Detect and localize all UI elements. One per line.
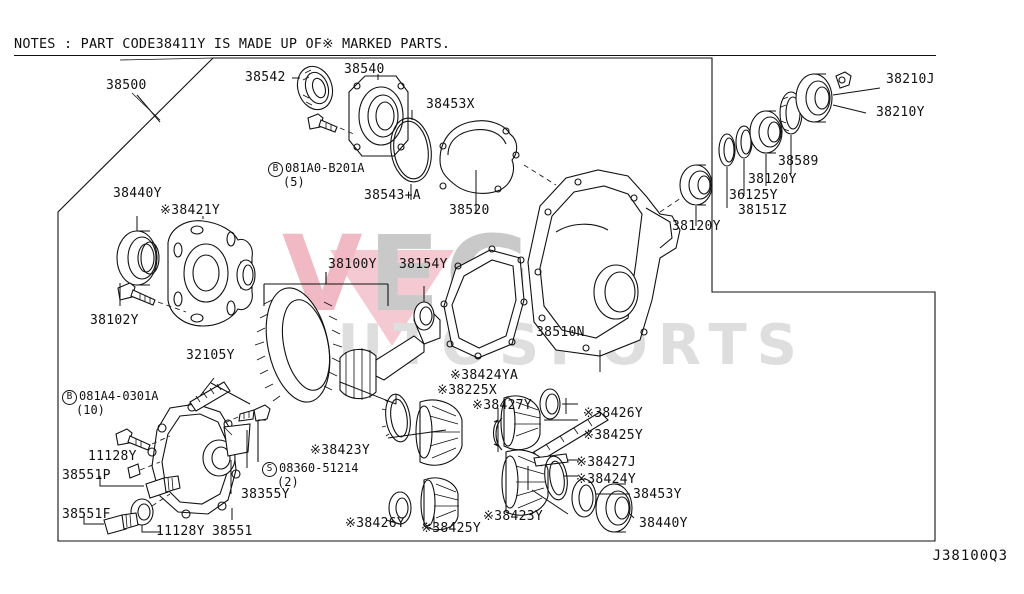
label-38225x: ※38225X [437, 383, 497, 398]
part-38100y-pinion [339, 311, 441, 400]
hardware-mark-b2: B [62, 390, 77, 405]
hardware-code-2: 081A4-0301A [79, 389, 159, 403]
label-38551f: 38551F [62, 507, 111, 522]
label-38540: 38540 [344, 62, 385, 77]
label-36125y: 36125Y [729, 188, 778, 203]
label-38425y-right: ※38425Y [583, 428, 643, 443]
part-38425y-left [420, 477, 459, 531]
leader-lines [83, 74, 881, 533]
callout-08360-qty: (2) [277, 475, 299, 489]
hardware-code-3: 08360-51214 [279, 461, 359, 475]
part-38421y [167, 220, 256, 327]
label-38426y-right: ※38426Y [583, 406, 643, 421]
part-38540 [348, 75, 409, 157]
label-38427y: ※38427Y [472, 398, 532, 413]
part-38210y [795, 73, 833, 123]
part-38120y-low [679, 164, 713, 206]
part-38426y-right [539, 388, 561, 420]
label-32105y: 32105Y [186, 348, 235, 363]
part-11128y-top [127, 463, 141, 479]
label-38102y: 38102Y [90, 313, 139, 328]
label-38440y-right: 38440Y [639, 516, 688, 531]
part-38424ya [381, 393, 411, 443]
part-38551f [103, 512, 139, 535]
part-38355y [223, 423, 251, 457]
part-38453y [571, 478, 597, 518]
callout-081a0-qty: (5) [283, 175, 305, 189]
label-38500: 38500 [106, 78, 147, 93]
diagram-reference-code: J38100Q3 [932, 548, 1008, 564]
part-38151z [718, 133, 736, 167]
part-38210j [835, 71, 852, 89]
label-38421y: ※38421Y [160, 203, 220, 218]
part-38551p [145, 475, 181, 499]
notes-text: NOTES : PART CODE38411Y IS MADE UP OF※ M… [14, 36, 451, 52]
label-38210j: 38210J [886, 72, 935, 87]
label-38453y: 38453Y [633, 487, 682, 502]
part-38120y-top [749, 110, 783, 154]
label-38589: 38589 [778, 154, 819, 169]
part-32105y [189, 381, 231, 412]
part-38542 [296, 65, 334, 111]
part-38154y [413, 301, 435, 331]
label-38423y-left: ※38423Y [310, 443, 370, 458]
label-38120y-low: 38120Y [672, 219, 721, 234]
label-38551: 38551 [212, 524, 253, 539]
part-38520 [440, 245, 528, 360]
bracket-38100y [263, 272, 389, 306]
label-11128y-top: 11128Y [88, 449, 137, 464]
part-38440y-right [595, 483, 633, 533]
label-38440y-left: 38440Y [113, 186, 162, 201]
label-38210y: 38210Y [876, 105, 925, 120]
label-11128y-bot: 11128Y [156, 524, 205, 539]
bolt-081a0 [307, 113, 338, 133]
label-38151z: 38151Z [738, 203, 787, 218]
part-38100y-ring-gear [254, 287, 343, 403]
part-38440y-left [116, 230, 160, 286]
part-38453x [439, 120, 520, 194]
callout-081a4-qty: (10) [76, 403, 105, 417]
label-38427j: ※38427J [576, 455, 636, 470]
label-38542: 38542 [245, 70, 286, 85]
part-38225x [492, 417, 503, 451]
part-38427j [533, 453, 569, 467]
bracket-38423y-left [257, 419, 266, 462]
hardware-mark-s: S [262, 462, 277, 477]
label-38154y: 38154Y [399, 257, 448, 272]
label-38520: 38520 [449, 203, 490, 218]
label-38551p: 38551P [62, 468, 111, 483]
leader-38500 [131, 92, 161, 121]
label-38355y: 38355Y [241, 487, 290, 502]
label-38423y-right: ※38423Y [483, 509, 543, 524]
part-38551-cover [147, 402, 241, 519]
label-38425y-left: ※38425Y [421, 521, 481, 536]
label-38543a: 38543+A [364, 188, 421, 203]
bolt-081a4-right [238, 404, 271, 422]
part-38102y [117, 282, 156, 306]
part-38425y-right [500, 395, 541, 451]
label-38426y-left: ※38426Y [345, 516, 405, 531]
part-38423y-left [415, 399, 463, 466]
part-38543a [390, 117, 432, 183]
label-38424ya: ※38424YA [450, 368, 519, 383]
part-38510n [527, 169, 681, 357]
hardware-code: 081A0-B201A [285, 161, 365, 175]
label-38424y: ※38424Y [576, 472, 636, 487]
bolt-081a4-left [115, 428, 151, 451]
label-38120y-top: 38120Y [748, 172, 797, 187]
hardware-mark-b: B [268, 162, 283, 177]
label-38453x: 38453X [426, 97, 475, 112]
notes-underline [14, 55, 936, 56]
label-38100y: 38100Y [328, 257, 377, 272]
label-38510n: 38510N [536, 325, 585, 340]
